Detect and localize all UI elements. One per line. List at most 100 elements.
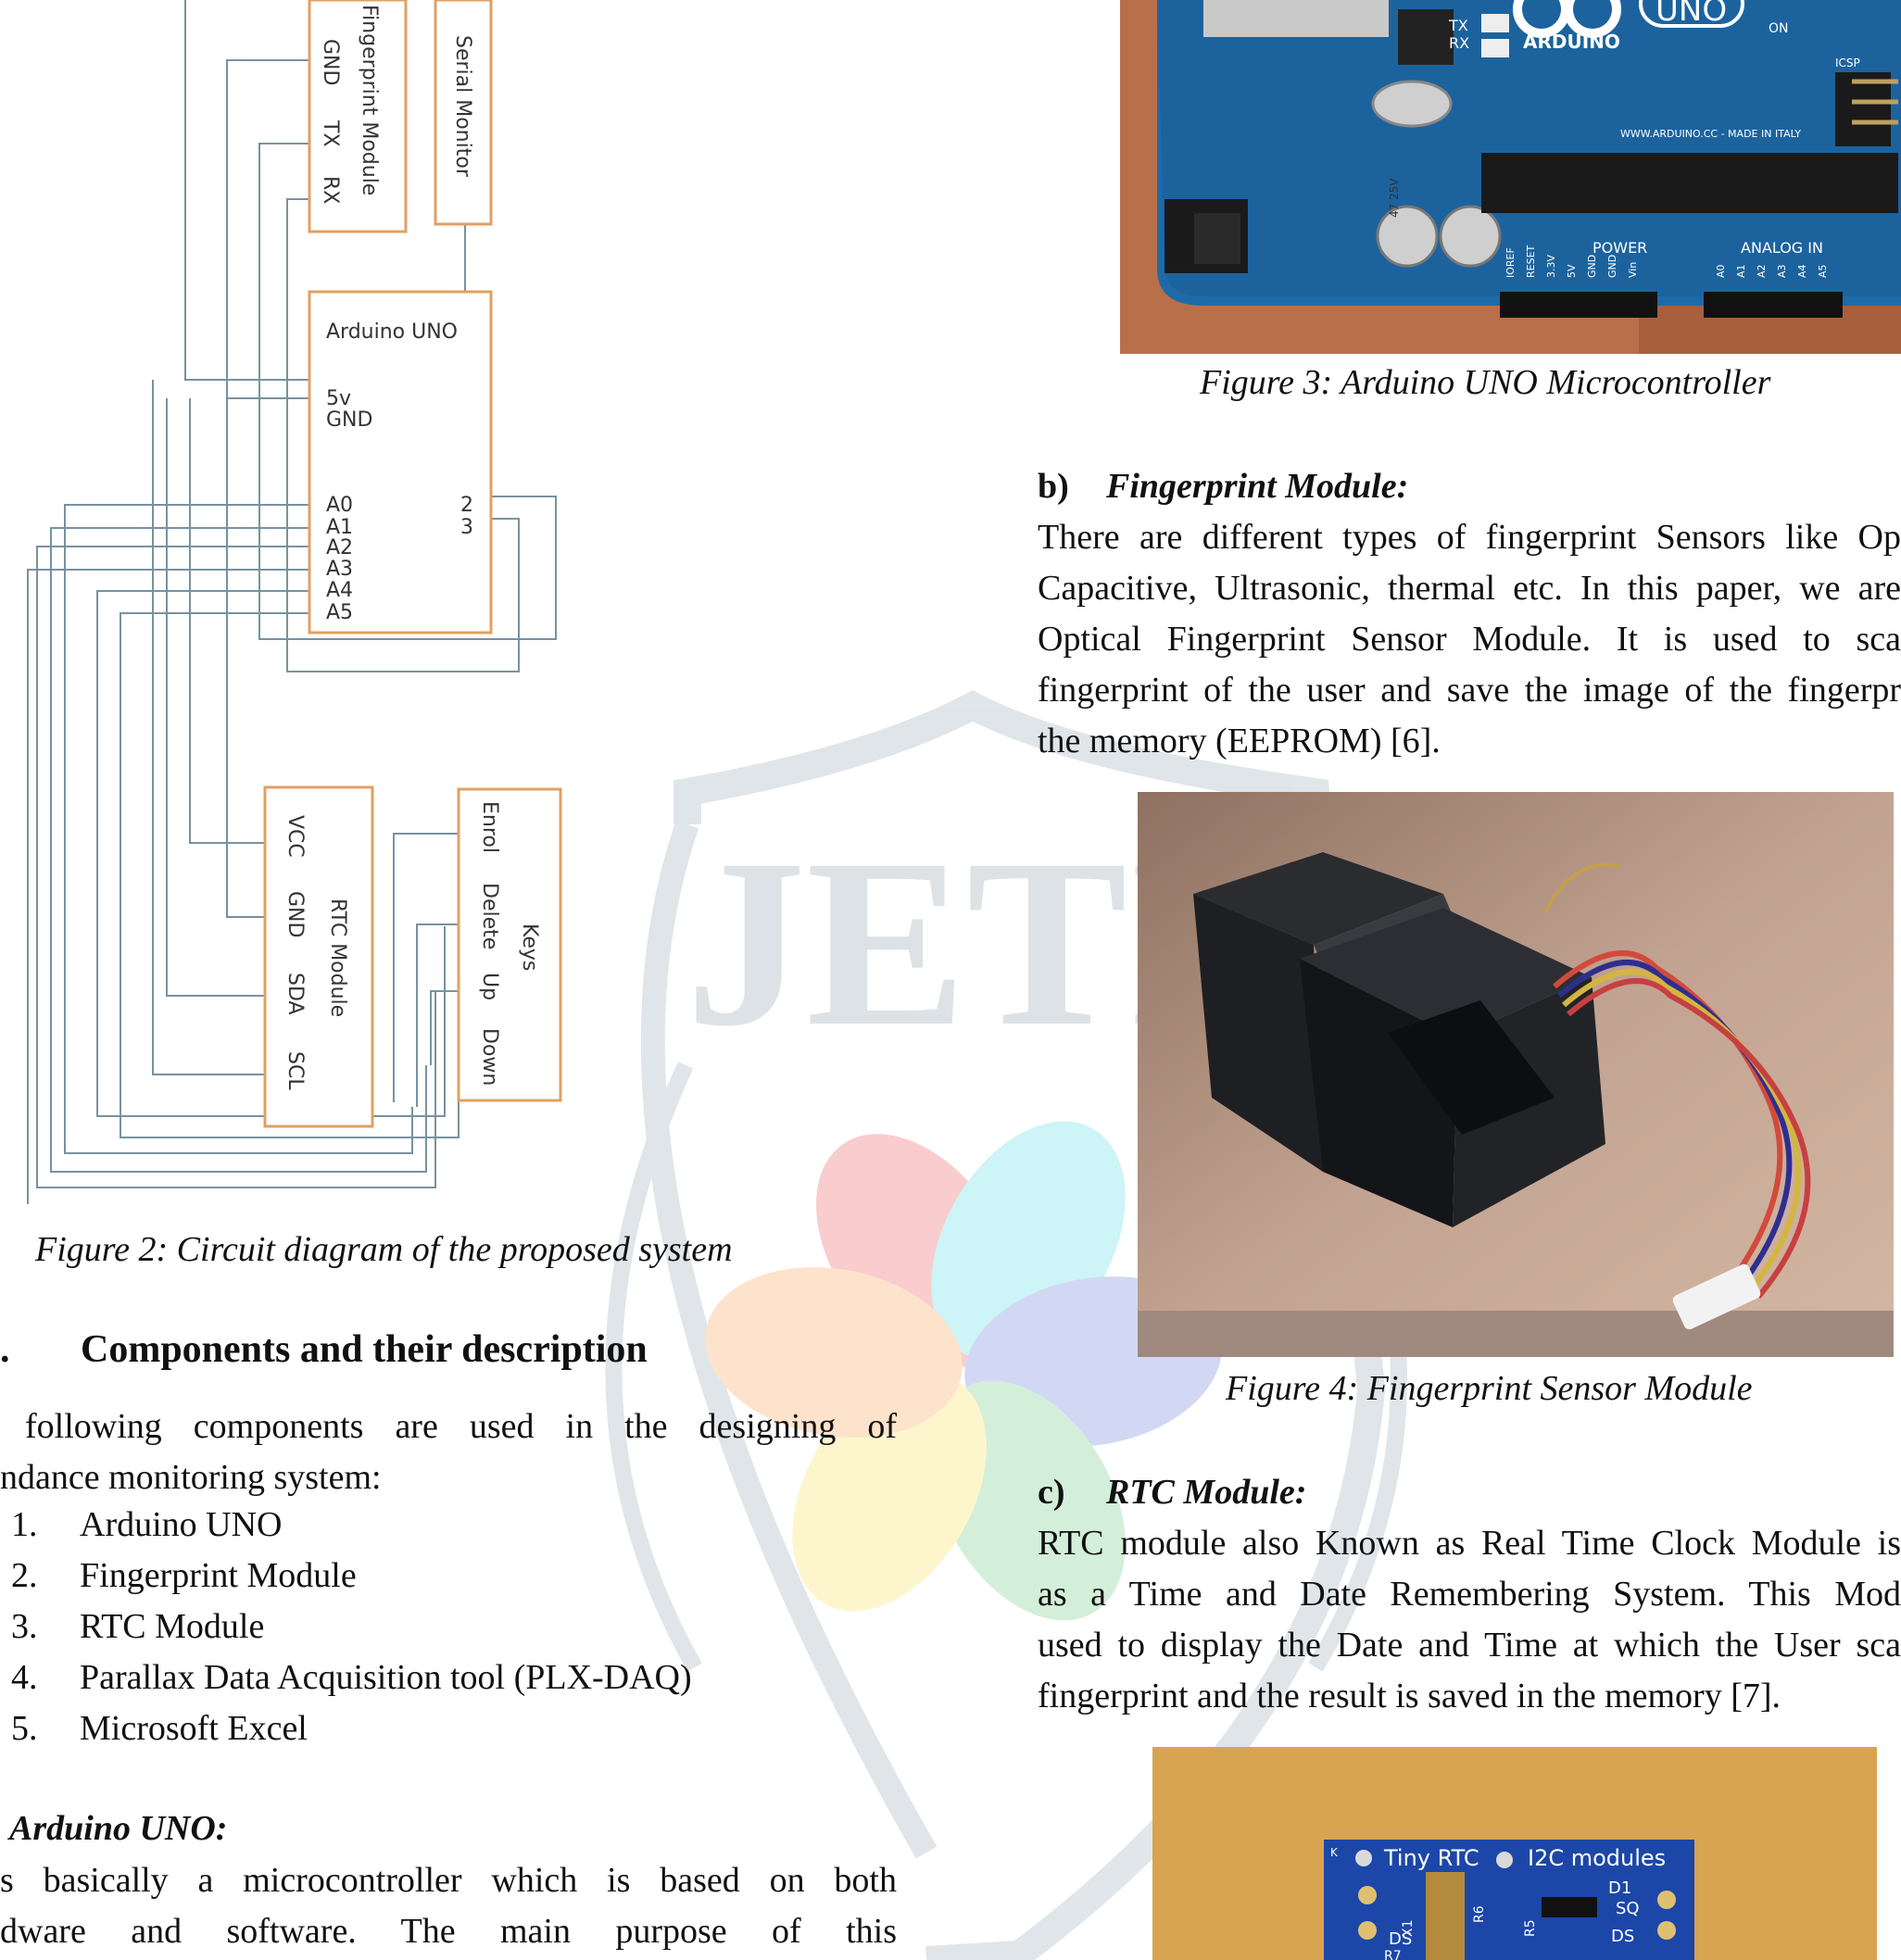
fingerprint-paragraph: There are different types of fingerprint…	[1038, 512, 1901, 767]
paragraph-line: the memory (EEPROM) [6].	[1038, 722, 1441, 760]
rtc-board-label: R7	[1384, 1949, 1402, 1960]
rtc-board-label: X1	[1401, 1920, 1416, 1938]
arduino-uno-photo: 47 25V TX RX UNO ARDUINO ON ICSP WWW.ARD…	[1120, 0, 1901, 354]
rtc-board-title-1: Tiny RTC	[1383, 1845, 1479, 1871]
paragraph-line: Optical Fingerprint Sensor Module. It is…	[1038, 620, 1901, 659]
board-on: ON	[1769, 21, 1789, 36]
list-text: Microsoft Excel	[80, 1709, 308, 1748]
figure-2-caption: Figure 2: Circuit diagram of the propose…	[35, 1230, 733, 1269]
arduino-box: Arduino UNO 5v GND A0 A1 A2 A3 A4 A5 2 3	[308, 290, 493, 634]
section-title: Components and their description	[81, 1328, 648, 1371]
subheading-label: b)	[1038, 467, 1069, 506]
rtc-pin-sda: SDA	[283, 973, 307, 1015]
fingerprint-module-label: Fingerprint Module	[358, 5, 381, 195]
analog-pin-label: A5	[1817, 264, 1829, 278]
figure-4-caption: Figure 4: Fingerprint Sensor Module	[1226, 1369, 1753, 1408]
rtc-board-label: R6	[1472, 1905, 1487, 1923]
figure-3-caption: Figure 3: Arduino UNO Microcontroller	[1200, 363, 1771, 402]
rtc-board-label: K	[1330, 1846, 1339, 1859]
board-brand: ARDUINO	[1523, 31, 1620, 53]
paragraph-line: following components are used in the des…	[25, 1407, 897, 1446]
keys-box: Keys Enrol Delete Up Down	[457, 787, 562, 1102]
paragraph-line: s basically a microcontroller which is b…	[0, 1861, 897, 1900]
power-pin-label: 3.3V	[1545, 255, 1557, 278]
list-number: 5.	[11, 1709, 38, 1748]
rtc-module-box: RTC Module VCC GND SDA SCL	[263, 785, 374, 1128]
fingerprint-pin-gnd: GND	[319, 39, 342, 85]
keys-pin-down: Down	[478, 1028, 501, 1086]
keys-label: Keys	[518, 923, 541, 971]
power-pin-label: 5V	[1566, 264, 1578, 278]
fingerprint-pin-tx: TX	[319, 119, 342, 147]
paragraph-line: ndance monitoring system:	[0, 1458, 382, 1497]
paragraph-line: fingerprint and the result is saved in t…	[1038, 1677, 1781, 1715]
paragraph-line: used to display the Date and Time at whi…	[1038, 1626, 1901, 1665]
rtc-board-label: R5	[1523, 1919, 1538, 1937]
power-pin-label: RESET	[1525, 245, 1537, 278]
arduino-label: Arduino UNO	[326, 320, 458, 344]
list-text: Fingerprint Module	[80, 1556, 357, 1595]
board-model: UNO	[1656, 0, 1727, 29]
subheading-title: Fingerprint Module:	[1106, 467, 1409, 506]
rtc-board-title-2: I2C modules	[1528, 1845, 1666, 1871]
fingerprint-pin-rx: RX	[319, 176, 342, 204]
fingerprint-module-box: Fingerprint Module GND TX RX	[308, 0, 408, 233]
subheading-title: Arduino UNO:	[9, 1809, 228, 1848]
power-pin-label: GND	[1606, 255, 1618, 278]
subheading-rtc: c) RTC Module:	[1038, 1472, 1306, 1513]
list-number: 4.	[11, 1658, 38, 1697]
rtc-module-photo: Tiny RTC I2C modules K D1 SQ DS DS R6 R5…	[1152, 1747, 1877, 1960]
rtc-pin-vcc: VCC	[283, 815, 307, 858]
power-pin-label: GND	[1586, 255, 1598, 278]
rtc-module-label: RTC Module	[326, 898, 349, 1017]
sensor-body	[1193, 852, 1605, 1227]
board-power: POWER	[1593, 239, 1647, 257]
list-number: 2.	[11, 1556, 38, 1595]
list-text: RTC Module	[80, 1607, 265, 1646]
rtc-paragraph: RTC module also Known as Real Time Clock…	[1038, 1518, 1901, 1722]
paragraph-line: as a Time and Date Remembering System. T…	[1038, 1575, 1901, 1614]
board-made: WWW.ARDUINO.CC - MADE IN ITALY	[1620, 128, 1801, 140]
arduino-pin-a2: A2	[326, 536, 353, 559]
board-icsp: ICSP	[1835, 57, 1860, 69]
power-pin-label: Vin	[1627, 262, 1639, 278]
list-text: Parallax Data Acquisition tool (PLX-DAQ)	[80, 1658, 692, 1697]
paragraph-line: dware and software. The main purpose of …	[0, 1912, 897, 1951]
arduino-paragraph: s basically a microcontroller which is b…	[0, 1855, 897, 1957]
sensor-wires	[1543, 863, 1811, 1299]
analog-pin-label: A0	[1715, 264, 1727, 278]
subheading-title: RTC Module:	[1106, 1473, 1307, 1512]
analog-pin-label: A2	[1756, 264, 1768, 278]
rtc-pin-gnd: GND	[283, 891, 307, 937]
subheading-arduino: Arduino UNO:	[9, 1808, 227, 1849]
list-text: Arduino UNO	[80, 1505, 283, 1544]
serial-monitor-box: Serial Monitor	[434, 0, 493, 226]
keys-pin-delete: Delete	[478, 883, 501, 949]
connector	[1672, 1263, 1761, 1330]
arduino-pin-a0: A0	[326, 494, 353, 517]
paragraph-line: Capacitive, Ultrasonic, thermal etc. In …	[1038, 569, 1901, 608]
rtc-board-label: DS	[1389, 1929, 1412, 1949]
components-list: 1. Arduino UNO 2. Fingerprint Module 3. …	[11, 1504, 845, 1764]
analog-pin-label: A4	[1796, 264, 1808, 278]
circuit-diagram: Fingerprint Module GND TX RX Serial Moni…	[27, 0, 562, 1204]
rtc-board-label: D1	[1608, 1878, 1631, 1898]
paragraph-line: There are different types of fingerprint…	[1038, 518, 1901, 557]
icsp-header	[1835, 72, 1898, 146]
arduino-pin-5v: 5v	[326, 387, 351, 410]
rtc-board-label: DS	[1611, 1927, 1634, 1946]
board-rx: RX	[1449, 34, 1469, 52]
arduino-pin-2: 2	[460, 494, 473, 517]
rtc-pin-scl: SCL	[283, 1051, 307, 1090]
keys-pin-up: Up	[478, 973, 501, 1000]
power-pin-label: IOREF	[1504, 247, 1517, 278]
paragraph-line: RTC module also Known as Real Time Clock…	[1038, 1524, 1901, 1563]
fingerprint-sensor-photo	[1138, 792, 1894, 1357]
board-analog: ANALOG IN	[1741, 239, 1823, 257]
section-heading: . Components and their description	[0, 1327, 648, 1372]
arduino-pin-a3: A3	[326, 558, 353, 581]
section-number: .	[0, 1328, 10, 1371]
rtc-board-label: SQ	[1616, 1899, 1640, 1918]
paragraph-line: fingerprint of the user and save the ima…	[1038, 671, 1901, 710]
wires	[27, 0, 557, 1204]
